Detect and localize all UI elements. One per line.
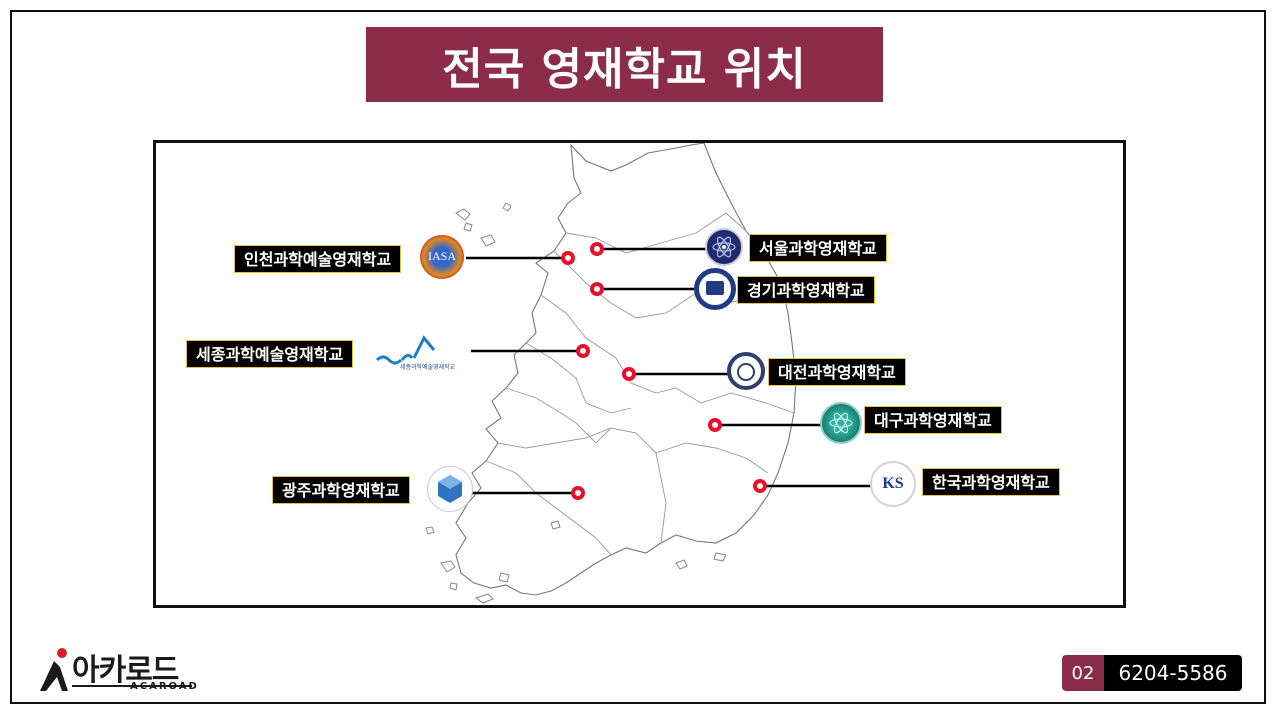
runner-icon	[40, 648, 68, 691]
iasa-logo: IASA	[420, 235, 464, 279]
label-incheon-science-arts: 인천과학예술영재학교	[234, 245, 402, 273]
page-title: 전국 영재학교 위치	[366, 27, 883, 102]
korea-map	[425, 143, 874, 604]
sasa-logo: 세종과학예술영재학교	[372, 330, 472, 374]
sasa-logo-text: 세종과학예술영재학교	[400, 364, 456, 371]
gyeonggi-science-emblem	[694, 268, 736, 310]
daegu-science-emblem	[820, 402, 862, 444]
seoul-science-emblem	[705, 228, 743, 266]
daejeon-science-emblem	[727, 352, 765, 390]
iasa-logo-text: IASA	[427, 249, 456, 263]
label-seoul-science: 서울과학영재학교	[749, 234, 887, 262]
label-gwangju-science: 광주과학영재학교	[272, 476, 410, 504]
label-gyeonggi-science: 경기과학영재학교	[737, 276, 875, 304]
label-daegu-science: 대구과학영재학교	[864, 406, 1002, 434]
location-marker-seoul	[590, 242, 604, 256]
location-marker-incheon	[561, 251, 575, 265]
label-daejeon-science: 대전과학영재학교	[768, 358, 906, 386]
korea-map-panel	[153, 140, 1126, 608]
islands	[425, 202, 727, 604]
slide-frame	[10, 10, 1266, 704]
brand-name-korean: 아카로드	[72, 653, 179, 688]
location-marker-korea	[753, 479, 767, 493]
gwangju-science-emblem	[427, 466, 473, 512]
acaroad-logo: 아카로드 ACAROAD	[36, 645, 199, 697]
location-marker-gyeonggi	[590, 282, 604, 296]
location-marker-daejeon	[622, 367, 636, 381]
province-borders	[485, 212, 795, 556]
location-marker-gwangju	[571, 486, 585, 500]
phone-badge: 02 6204-5586	[1062, 655, 1242, 691]
label-korea-science: 한국과학영재학교	[922, 468, 1060, 496]
location-marker-daegu	[708, 418, 722, 432]
phone-number: 6204-5586	[1104, 655, 1242, 691]
ksa-logo-text: KS	[882, 475, 904, 492]
phone-area-code: 02	[1062, 655, 1104, 691]
brand-name-english: ACAROAD	[130, 681, 199, 692]
ksa-logo: KS	[870, 461, 916, 507]
location-marker-sejong	[576, 344, 590, 358]
brand-underline	[72, 685, 192, 687]
connector-lines	[466, 247, 874, 495]
label-sejong-science-arts: 세종과학예술영재학교	[186, 340, 354, 368]
